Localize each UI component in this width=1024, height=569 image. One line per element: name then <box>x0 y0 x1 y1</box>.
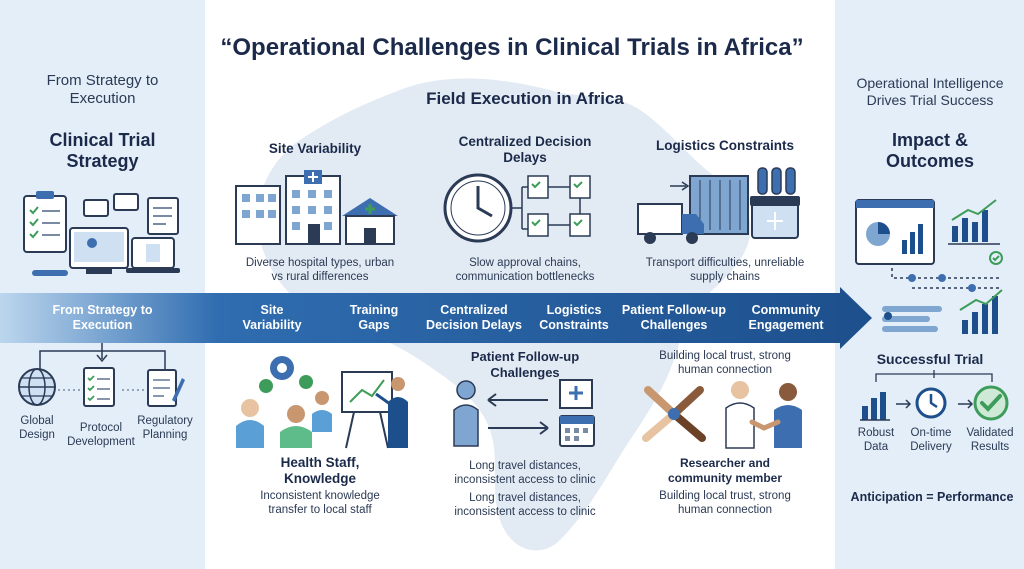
clock-workflow-icon <box>443 173 591 243</box>
outcome-flow-connectors <box>875 370 993 409</box>
band-label-patient-followup: Patient Follow-up Challenges <box>621 303 727 332</box>
patient-travel-icon <box>453 379 595 447</box>
truck-container-icon <box>637 167 800 244</box>
page-title: “Operational Challenges in Clinical Tria… <box>220 34 804 61</box>
successful-trial-label: Successful Trial <box>876 351 984 367</box>
patient-followup-caption-2: Long travel distances, inconsistent acce… <box>454 492 596 518</box>
center-heading: Field Execution in Africa <box>426 89 624 108</box>
patient-followup-caption: Long travel distances, inconsistent acce… <box>454 460 596 486</box>
dotted-link <box>58 389 146 391</box>
bar-chart-icon <box>860 392 890 421</box>
band-label-strategy: From Strategy to Execution <box>52 303 153 332</box>
label-regulatory-planning: Regulatory Planning <box>137 415 193 441</box>
site-variability-caption: Diverse hospital types, urban vs rural d… <box>245 257 395 283</box>
strategy-devices-icon <box>23 191 180 276</box>
band-label-logistics: Logistics Constraints <box>539 303 609 332</box>
label-on-time-delivery: On-time Delivery <box>910 427 952 453</box>
label-robust-data: Robust Data <box>857 427 895 453</box>
logistics-title: Logistics Constraints <box>655 138 795 153</box>
document-icon <box>83 367 115 407</box>
process-arrow-band <box>0 287 872 349</box>
left-panel <box>0 0 205 569</box>
logistics-caption: Transport difficulties, unreliable suppl… <box>645 257 805 283</box>
staff-knowledge-caption: Inconsistent knowledge transfer to local… <box>260 490 380 516</box>
decision-delays-title: Centralized Decision Delays <box>458 134 592 165</box>
band-label-site-variability: Site Variability <box>242 303 302 332</box>
right-heading: Impact & Outcomes <box>885 130 975 171</box>
label-validated-results: Validated Results <box>966 427 1014 453</box>
right-panel <box>835 0 1024 569</box>
globe-icon <box>18 368 56 406</box>
site-variability-title: Site Variability <box>268 141 362 156</box>
band-label-decision-delays: Centralized Decision Delays <box>426 303 522 332</box>
trust-caption: Building local trust, strong human conne… <box>659 490 791 516</box>
researcher-title: Researcher and community member <box>667 456 783 485</box>
staff-knowledge-title: Health Staff, Knowledge <box>280 455 360 486</box>
decision-delays-caption: Slow approval chains, communication bott… <box>455 257 595 283</box>
left-heading: Clinical Trial Strategy <box>49 130 156 171</box>
clock-icon <box>915 387 947 419</box>
analytics-dashboard-icon <box>855 199 1003 334</box>
label-global-design: Global Design <box>19 415 55 441</box>
band-label-training-gaps: Training Gaps <box>349 303 399 332</box>
check-circle-icon <box>973 385 1009 421</box>
footer-anticipation: Anticipation = Performance <box>850 490 1014 504</box>
left-subtitle: From Strategy to Execution <box>46 72 159 107</box>
handshake-icon <box>642 381 802 449</box>
patient-followup-title: Patient Follow-up Challenges <box>470 349 580 380</box>
right-subtitle: Operational Intelligence Drives Trial Su… <box>856 75 1004 108</box>
clipboard-pen-icon <box>147 369 185 407</box>
trust-caption-top: Building local trust, strong human conne… <box>659 350 791 376</box>
label-protocol-development: Protocol Development <box>67 422 135 448</box>
hospital-buildings-icon <box>235 170 398 245</box>
strategy-connector-lines <box>39 343 166 371</box>
band-label-community: Community Engagement <box>748 303 824 332</box>
staff-training-icon <box>236 356 408 449</box>
